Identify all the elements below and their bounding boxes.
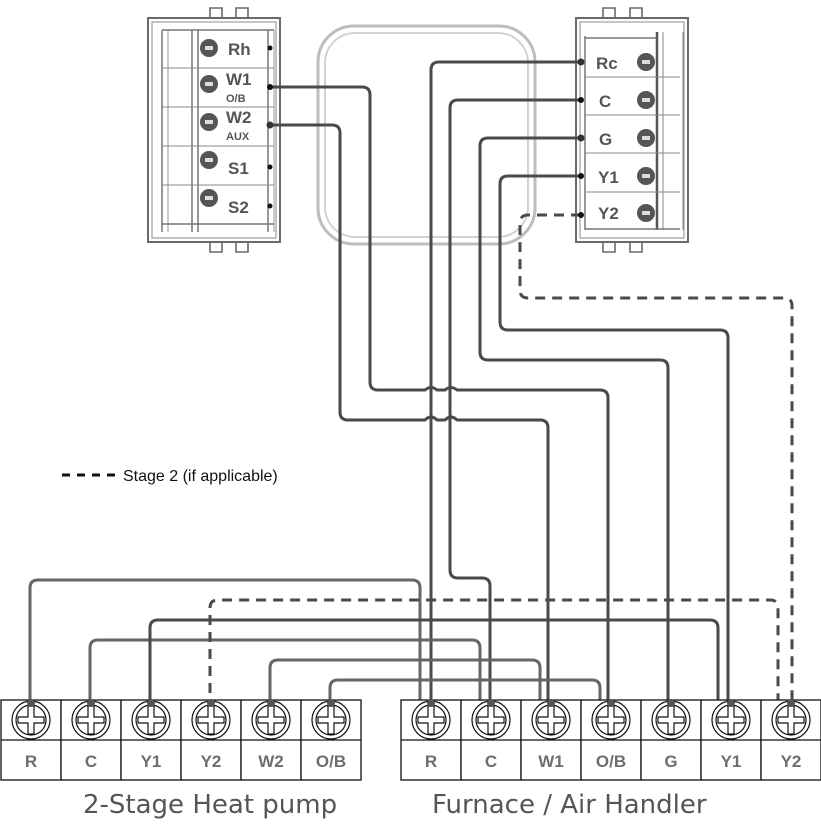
heat-pump-terminal-w2: W2	[240, 699, 302, 781]
wire-y2-to-y2	[518, 213, 794, 710]
right-terminal-block	[575, 7, 689, 253]
heat-pump-caption: 2-Stage Heat pump	[83, 790, 337, 820]
terminal-label: Y1	[598, 168, 619, 187]
screw-icon	[471, 700, 511, 740]
terminal-label: Y1	[141, 752, 162, 771]
furnace-terminal-g: G	[640, 699, 702, 781]
terminal-label: G	[664, 752, 677, 771]
furnace-terminal-y1: Y1	[700, 699, 762, 781]
furnace-caption: Furnace / Air Handler	[432, 790, 707, 820]
terminal-label: Rh	[228, 40, 251, 59]
left-terminal-rh: Rh	[200, 39, 273, 59]
thermostat-wires	[266, 58, 794, 712]
wire-c-to-c	[448, 98, 583, 712]
terminal-label: W1	[226, 70, 252, 89]
terminal-label: R	[25, 752, 37, 771]
heat-pump-terminal-r: R	[0, 699, 62, 781]
terminal-label: O/B	[596, 752, 626, 771]
furnace-terminal-y2: Y2	[760, 699, 821, 781]
left-terminal-s2: S2	[200, 189, 273, 217]
terminal-label: Y1	[721, 752, 742, 771]
terminal-label: S2	[228, 198, 249, 217]
terminal-label: Y2	[781, 752, 802, 771]
screw-icon	[251, 700, 291, 740]
heat-pump-wires	[28, 578, 787, 712]
screw-icon	[71, 700, 111, 740]
terminal-label: S1	[228, 159, 249, 178]
terminal-label: G	[599, 130, 612, 149]
heat-pump-terminal-ob: O/B	[300, 699, 362, 781]
screw-icon	[131, 700, 171, 740]
right-terminal-y2: Y2	[598, 204, 655, 223]
furnace-terminal-r: R	[400, 699, 462, 781]
terminal-label: Y2	[201, 752, 222, 771]
wire-w1-to-ob	[268, 85, 610, 712]
right-terminal-c: C	[599, 91, 655, 111]
left-terminal-w2: W2 AUX	[200, 108, 252, 143]
wire-hp-y1	[148, 618, 728, 712]
wire-hp-y2	[208, 598, 787, 712]
legend: Stage 2 (if applicable)	[62, 468, 278, 485]
right-terminal-y1: Y1	[598, 167, 655, 187]
screw-icon	[411, 700, 451, 740]
heat-pump-terminal-y2: Y2	[180, 699, 242, 781]
terminal-label: W1	[538, 752, 564, 771]
left-terminal-block	[147, 7, 281, 253]
terminal-label: R	[425, 752, 437, 771]
terminal-label: Rc	[596, 54, 618, 73]
terminal-sublabel: O/B	[226, 93, 246, 105]
terminal-label: C	[485, 752, 497, 771]
right-terminal-rc: Rc	[596, 53, 655, 73]
right-terminal-g: G	[599, 129, 655, 149]
left-terminal-s1: S1	[200, 151, 273, 178]
terminal-label: W2	[258, 752, 284, 771]
terminal-label: C	[599, 92, 611, 111]
furnace-terminal-c: C	[460, 699, 522, 781]
terminal-label: C	[85, 752, 97, 771]
terminal-label: O/B	[316, 752, 346, 771]
wire-y1-to-y1	[498, 174, 730, 712]
heat-pump-terminal-c: C	[60, 699, 122, 781]
thermostat-outline	[316, 24, 537, 246]
wire-g-to-g	[478, 136, 670, 712]
wire-rc-to-r	[429, 60, 583, 712]
heat-pump-terminal-y1: Y1	[120, 699, 182, 781]
furnace-terminal-w1: W1	[520, 699, 582, 781]
heat-pump-terminal-strip: R C Y1 Y2 W2 O/B	[0, 699, 362, 781]
terminal-sublabel: AUX	[226, 131, 250, 143]
left-terminal-w1: W1 O/B	[200, 70, 252, 105]
furnace-terminal-strip: R C W1 O/B G Y1 Y2	[400, 699, 821, 781]
wire-w2-to-w1	[268, 123, 550, 712]
terminal-label: Y2	[598, 204, 619, 223]
legend-label: Stage 2 (if applicable)	[123, 468, 278, 485]
terminal-label: W2	[226, 108, 252, 127]
furnace-terminal-ob: O/B	[580, 699, 642, 781]
